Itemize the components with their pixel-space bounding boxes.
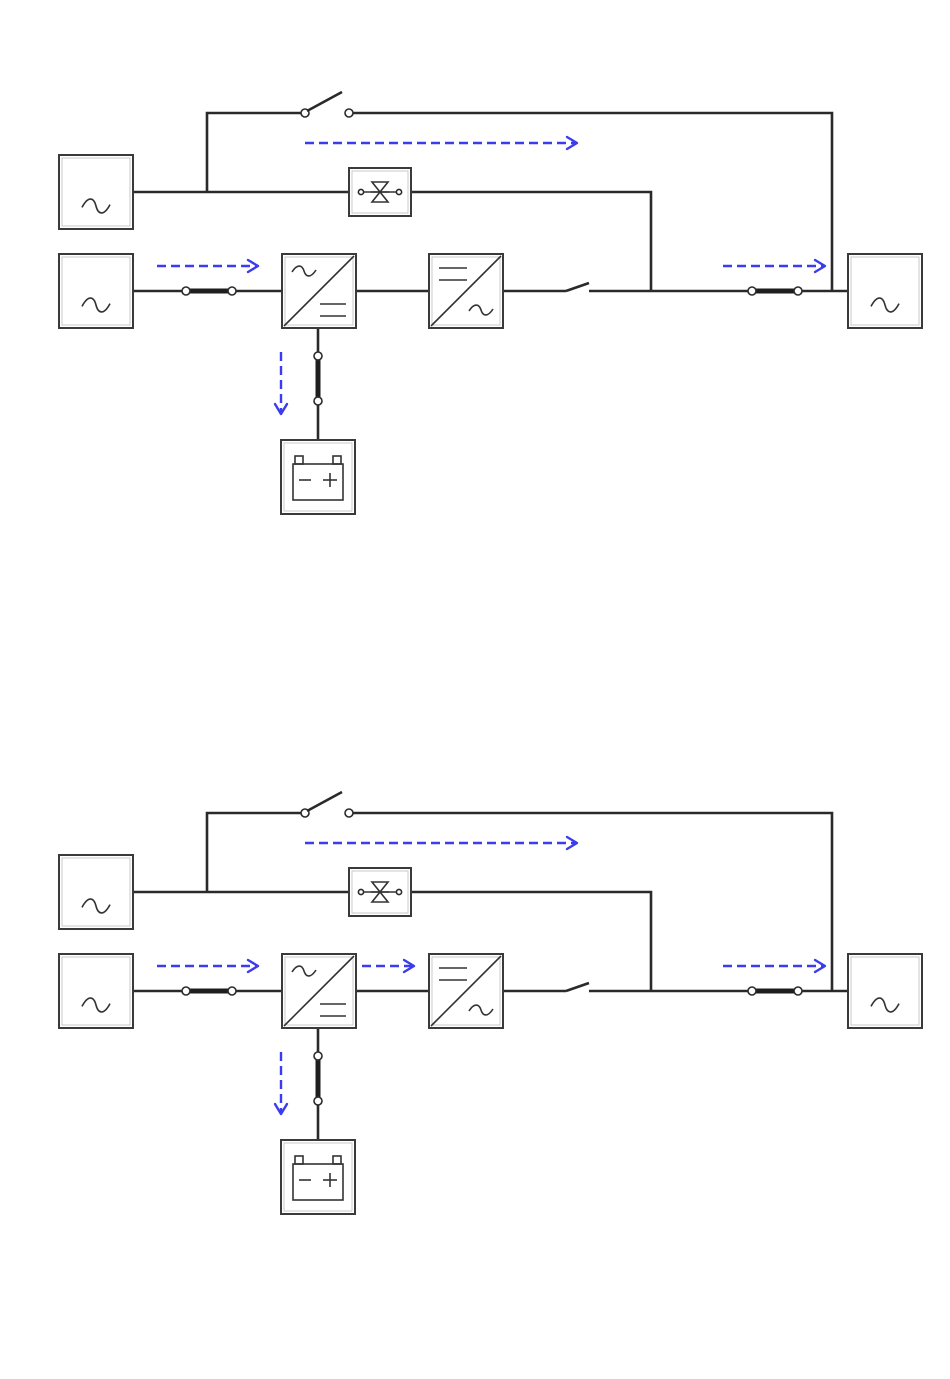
static-switch-thyristor-icon [349, 868, 411, 916]
rectifier-ac-dc-icon [282, 954, 356, 1028]
flow-arrow-input [157, 960, 258, 972]
terminal [228, 987, 236, 995]
output-breaker-icon [748, 987, 802, 995]
power-flow-diagram-1 [0, 0, 950, 600]
flow-arrow-rectifier-inverter [362, 960, 414, 972]
inverter-dc-ac-icon [429, 954, 503, 1028]
symbol-frame [848, 254, 922, 328]
bypass-ac-source-icon [59, 855, 133, 929]
input-breaker-icon [182, 287, 236, 295]
inverter-output-switch-icon [566, 983, 589, 991]
switch-blade [307, 792, 342, 811]
flow-head [815, 260, 825, 272]
flow-arrow-battery [275, 1052, 287, 1114]
terminal [182, 987, 190, 995]
power-flow-diagram-2 [0, 700, 950, 1300]
manual-bypass-switch-icon [301, 92, 353, 117]
ac-load-icon [848, 954, 922, 1028]
output-breaker-icon [748, 287, 802, 295]
switch-blade [566, 283, 589, 291]
flow-arrow-output [723, 260, 825, 272]
ups-single-line [59, 792, 922, 1214]
input-breaker-icon [182, 987, 236, 995]
flow-arrow-bypass [305, 137, 577, 149]
switch-blade [307, 92, 342, 111]
static-switch-thyristor-icon [349, 168, 411, 216]
flow-arrow-output [723, 960, 825, 972]
bypass-wire-top-left [207, 813, 305, 892]
flow-arrow-bypass [305, 837, 577, 849]
bypass-wire-top-right [349, 813, 832, 991]
main-ac-source-icon [59, 954, 133, 1028]
battery-breaker-icon [314, 1052, 322, 1105]
terminal [794, 987, 802, 995]
battery-breaker-icon [314, 352, 322, 405]
ups-single-line [59, 92, 922, 514]
symbol-frame [281, 1140, 355, 1214]
manual-bypass-switch-icon [301, 792, 353, 817]
symbol-frame [59, 254, 133, 328]
symbol-frame [59, 855, 133, 929]
terminal [358, 889, 363, 894]
inverter-dc-ac-icon [429, 254, 503, 328]
main-ac-source-icon [59, 254, 133, 328]
terminal [794, 287, 802, 295]
bypass-ac-source-icon [59, 155, 133, 229]
battery-icon [281, 1140, 355, 1214]
rectifier-ac-dc-icon [282, 254, 356, 328]
terminal [314, 397, 322, 405]
symbol-frame [59, 155, 133, 229]
bypass-wire-top-right [349, 113, 832, 291]
terminal [345, 809, 353, 817]
symbol-frame [281, 440, 355, 514]
terminal [314, 1097, 322, 1105]
bypass-wire-top-left [207, 113, 305, 192]
symbol-frame [59, 954, 133, 1028]
battery-icon [281, 440, 355, 514]
ac-load-icon [848, 254, 922, 328]
terminal [396, 189, 401, 194]
terminal [182, 287, 190, 295]
terminal [314, 1052, 322, 1060]
terminal [358, 189, 363, 194]
switch-blade [566, 983, 589, 991]
symbol-frame [848, 954, 922, 1028]
terminal [748, 287, 756, 295]
flow-head [815, 960, 825, 972]
terminal [314, 352, 322, 360]
inverter-output-switch-icon [566, 283, 589, 291]
terminal [345, 109, 353, 117]
flow-arrow-input [157, 260, 258, 272]
terminal [748, 987, 756, 995]
flow-arrow-battery [275, 352, 287, 414]
terminal [228, 287, 236, 295]
terminal [396, 889, 401, 894]
